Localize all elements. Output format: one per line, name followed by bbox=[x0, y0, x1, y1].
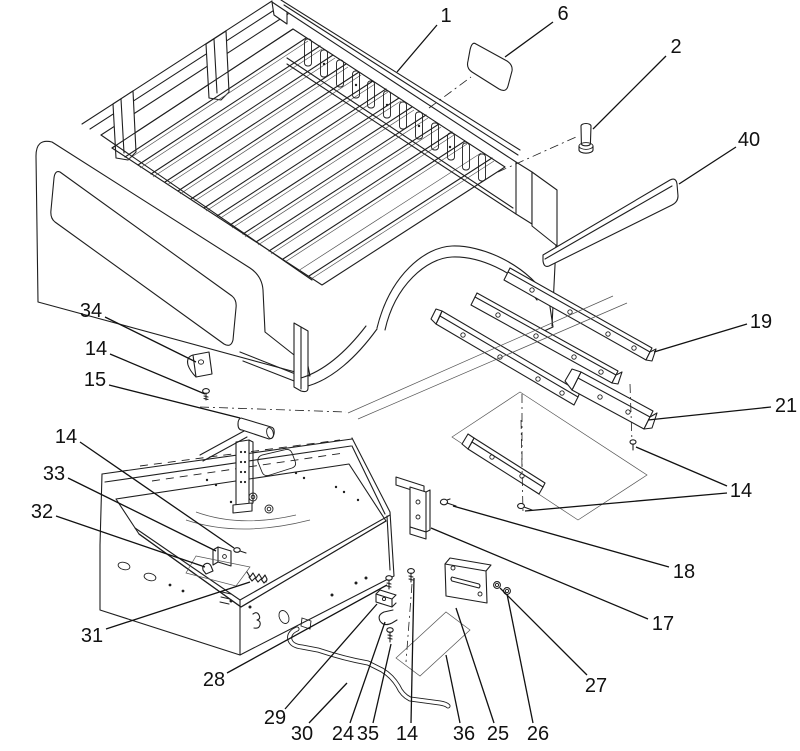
headboard-slotted-panel bbox=[272, 0, 557, 246]
plug-pin-2 bbox=[579, 124, 593, 154]
bracket-33 bbox=[186, 547, 250, 586]
rail-21 bbox=[565, 369, 657, 429]
callout-27-leader bbox=[500, 588, 587, 675]
callout-29-leader bbox=[285, 604, 377, 709]
mounting-rails-19 bbox=[431, 268, 656, 405]
support-rod-15 bbox=[200, 418, 275, 461]
callout-1: 1 bbox=[440, 5, 451, 27]
callout-14-leader bbox=[525, 493, 727, 511]
bed-front-outer-panel bbox=[36, 135, 312, 376]
bolt-35 bbox=[387, 628, 393, 642]
callout-2-leader bbox=[593, 56, 666, 129]
callout-36-leader bbox=[446, 655, 460, 723]
floor-plate bbox=[452, 392, 647, 520]
callout-14: 14 bbox=[55, 426, 77, 448]
callout-35: 35 bbox=[357, 723, 379, 745]
trim-strip-40 bbox=[543, 179, 678, 266]
chassis-front-face bbox=[229, 576, 368, 630]
clip-32 bbox=[203, 563, 213, 574]
callout-34: 34 bbox=[80, 300, 102, 322]
callout-19-leader bbox=[654, 324, 747, 352]
bolt-14-right-a bbox=[518, 503, 532, 510]
plate-25 bbox=[445, 558, 491, 603]
callout-33: 33 bbox=[43, 463, 65, 485]
callout-40: 40 bbox=[738, 129, 760, 151]
callout-30: 30 bbox=[291, 723, 313, 745]
callout-40-leader bbox=[679, 147, 736, 184]
callout-14: 14 bbox=[730, 480, 752, 502]
callout-24-leader bbox=[350, 622, 385, 723]
hook-24 bbox=[379, 610, 397, 625]
chassis-frame bbox=[100, 418, 394, 655]
callout-25: 25 bbox=[487, 723, 509, 745]
callout-17-leader bbox=[431, 528, 648, 619]
callout-31-leader bbox=[106, 582, 250, 629]
callout-35-leader bbox=[373, 644, 391, 723]
bracket-29 bbox=[376, 590, 396, 607]
callout-36: 36 bbox=[453, 723, 475, 745]
callout-32: 32 bbox=[31, 501, 53, 523]
stake-pockets bbox=[113, 31, 229, 160]
callout-18: 18 bbox=[673, 561, 695, 583]
callout-15-leader bbox=[109, 385, 240, 418]
headboard-slots bbox=[305, 39, 486, 181]
callout-14-leader bbox=[411, 578, 414, 723]
callout-14-leader bbox=[80, 442, 234, 548]
clamp-34 bbox=[188, 352, 212, 377]
spring-31 bbox=[247, 572, 267, 583]
bed-left-rail bbox=[82, 1, 293, 148]
callout-24: 24 bbox=[332, 723, 354, 745]
bolt-14-bottom bbox=[408, 569, 415, 582]
rail-19-a bbox=[504, 268, 656, 361]
callout-14: 14 bbox=[396, 723, 418, 745]
access-plate-6 bbox=[468, 43, 513, 90]
frame-slot-cutout bbox=[258, 449, 296, 475]
short-rail bbox=[462, 434, 545, 494]
callout-6: 6 bbox=[557, 3, 568, 25]
callout-27: 27 bbox=[585, 675, 607, 697]
callout-21-leader bbox=[648, 407, 771, 420]
bolt-14-left-upper bbox=[203, 389, 210, 400]
callout-33-leader bbox=[68, 478, 216, 551]
callout-2: 2 bbox=[670, 36, 681, 58]
callout-26: 26 bbox=[527, 723, 549, 745]
callout-14: 14 bbox=[85, 338, 107, 360]
callout-6-leader bbox=[505, 22, 553, 57]
callout-14-leader bbox=[110, 354, 205, 394]
callout-15: 15 bbox=[84, 369, 106, 391]
callout-19: 19 bbox=[750, 311, 772, 333]
callout-1-leader bbox=[397, 25, 437, 72]
callout-14-leader bbox=[636, 447, 727, 486]
bed-underside bbox=[240, 323, 377, 392]
callout-30-leader bbox=[309, 683, 347, 723]
frame-post bbox=[233, 440, 253, 513]
callout-18-leader bbox=[453, 506, 669, 567]
callout-26-leader bbox=[507, 594, 533, 723]
callout-17: 17 bbox=[652, 613, 674, 635]
bolt-14-left-lower bbox=[234, 548, 246, 553]
nut-27 bbox=[494, 582, 501, 589]
chassis-left-face bbox=[117, 561, 231, 604]
rail-19-b bbox=[471, 293, 622, 384]
alignment-centerlines bbox=[200, 77, 632, 662]
bolt-18 bbox=[440, 499, 456, 506]
callout-34-leader bbox=[105, 317, 196, 362]
callout-31: 31 bbox=[81, 625, 103, 647]
callout-32-leader bbox=[56, 516, 205, 567]
callout-28-leader bbox=[227, 585, 387, 673]
callout-21: 21 bbox=[775, 395, 797, 417]
callout-29: 29 bbox=[264, 707, 286, 729]
bolt-28 bbox=[386, 576, 392, 589]
callout-25-leader bbox=[456, 608, 494, 723]
chassis-interior-floor bbox=[116, 464, 386, 607]
truck-bed-assembly bbox=[36, 0, 557, 392]
bracket-17 bbox=[396, 477, 430, 539]
callout-28: 28 bbox=[203, 669, 225, 691]
rod-30 bbox=[290, 629, 448, 706]
bolt-14-right-b bbox=[630, 440, 636, 450]
